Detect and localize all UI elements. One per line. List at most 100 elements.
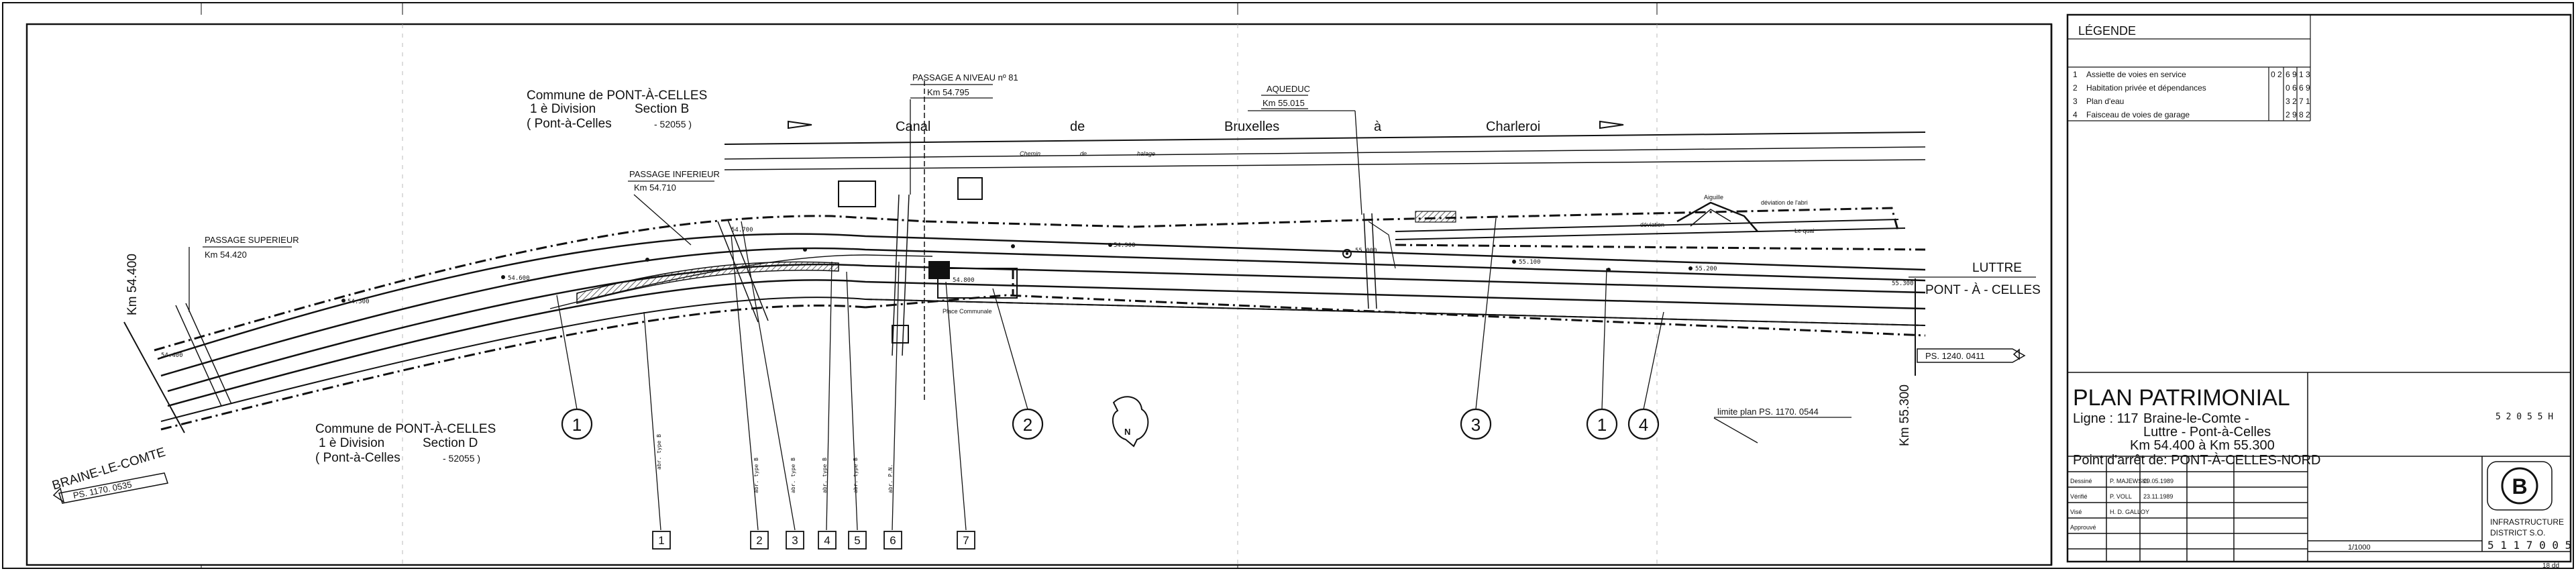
km-marker-left xyxy=(123,321,185,433)
leader-notes: abr. type B abr. type B abr. type B abr.… xyxy=(656,434,894,493)
callout-7: 7 xyxy=(963,534,969,547)
date-1: 29.05.1989 xyxy=(2143,478,2174,484)
title-line: Ligne : 117 xyxy=(2073,411,2139,426)
km-55200: 55.200 xyxy=(1695,266,1717,272)
svg-text:abr. type B: abr. type B xyxy=(656,434,662,470)
km-left-label: Km 54.400 xyxy=(125,254,140,315)
passage-niveau-label: PASSAGE A NIVEAU nº 81 xyxy=(912,72,1018,83)
role-drawn: Dessiné xyxy=(2070,478,2092,484)
km-dots xyxy=(341,243,1693,303)
callout-boxes xyxy=(652,531,975,550)
buildings xyxy=(838,177,1018,344)
direction-right-bottom: PONT - À - CELLES xyxy=(1925,283,2041,297)
svg-text:abr. type B: abr. type B xyxy=(753,458,759,493)
role-visa: Visé xyxy=(2070,509,2082,515)
km-small-labels: 54.400 54.500 54.600 54.700 54.800 54.90… xyxy=(161,227,1914,359)
svg-text:abr. P.N.: abr. P.N. xyxy=(888,464,894,493)
date-2: 23.11.1989 xyxy=(2143,493,2173,500)
legend-row-2-num: 2 xyxy=(2073,83,2078,93)
commune-south-line1: Commune de PONT-À-CELLES xyxy=(315,422,496,436)
structure-labels: PASSAGE SUPERIEUR Km 54.420 PASSAGE INFE… xyxy=(205,72,1310,260)
legend-row-3-c: 7 1 xyxy=(2299,97,2310,106)
title-block: PLAN PATRIMONIAL Ligne : 117 Braine-le-C… xyxy=(2068,372,2576,570)
km-54900: 54.900 xyxy=(1114,242,1136,249)
passage-inferieur-km: Km 54.710 xyxy=(634,183,676,193)
title-place-2: Luttre - Pont-à-Celles xyxy=(2143,425,2271,439)
parcel-4: 4 xyxy=(1639,415,1648,435)
km-55000: 55.000 xyxy=(1355,248,1377,254)
name-1: P. MAJEWSKI xyxy=(2110,478,2148,484)
sncb-logo-icon xyxy=(2501,467,2538,505)
org-line-1: INFRASTRUCTURE xyxy=(2490,517,2564,527)
callout-2: 2 xyxy=(756,534,762,547)
commune-north-line1: Commune de PONT-À-CELLES xyxy=(527,89,707,103)
km-54400-small: 54.400 xyxy=(161,352,183,359)
org-line-2: DISTRICT S.O. xyxy=(2490,528,2545,537)
legend-row-2-c: 6 9 xyxy=(2299,83,2310,93)
callout-3: 3 xyxy=(792,534,798,547)
parcel-numbers: 1 2 3 1 4 xyxy=(572,415,1648,435)
legend-row-1-label: Assiette de voies en service xyxy=(2086,70,2186,79)
leader-lines xyxy=(189,99,1758,531)
commune-south-line2: 1 è Division xyxy=(319,436,384,450)
parcel-1b: 1 xyxy=(1597,415,1607,435)
towpath-word-3: halage xyxy=(1137,150,1155,157)
callout-numbers: 1 2 3 4 5 6 7 xyxy=(658,534,969,547)
direction-right-top: LUTTRE xyxy=(1972,261,2022,275)
title-range: Km 54.400 à Km 55.300 xyxy=(2130,438,2275,453)
parcel-circles xyxy=(561,408,1660,440)
callout-6: 6 xyxy=(890,534,896,547)
canal-word-4: à xyxy=(1374,119,1382,134)
role-checked: Vérifié xyxy=(2070,493,2088,500)
legend-row-3-label: Plan d'eau xyxy=(2086,97,2124,106)
svg-text:abr. type B: abr. type B xyxy=(790,458,796,493)
legend-row-4-b: 2 9 xyxy=(2286,110,2297,119)
towpath-word-1: Chemin xyxy=(1020,150,1040,157)
km-54700: 54.700 xyxy=(731,227,753,233)
commune-south-section: Section D xyxy=(423,436,478,450)
misc-labels: Place Communale Aiguille déviation de l'… xyxy=(943,194,1815,315)
commune-north-line3: ( Pont-à-Celles xyxy=(527,117,612,131)
commune-north: Commune de PONT-À-CELLES 1 è Division Se… xyxy=(527,89,707,131)
commune-north-section: Section B xyxy=(635,102,689,116)
legend-row-1-b: 6 9 xyxy=(2286,70,2297,79)
bridges xyxy=(175,81,1377,407)
km-54500: 54.500 xyxy=(347,299,370,305)
title-place-1: Braine-le-Comte - xyxy=(2143,411,2249,426)
callout-1: 1 xyxy=(658,534,664,547)
commune-north-line2: 1 è Division xyxy=(530,102,596,116)
callout-5: 5 xyxy=(854,534,860,547)
parcel-2: 2 xyxy=(1023,415,1032,435)
canal-word-3: Bruxelles xyxy=(1224,119,1279,134)
quai-label: Le quai xyxy=(1794,227,1815,234)
garage-sidings xyxy=(1368,201,1906,269)
svg-text:N: N xyxy=(1124,427,1130,437)
km-55300: 55.300 xyxy=(1892,280,1914,287)
passage-superieur-km: Km 54.420 xyxy=(205,250,247,260)
legend-row-3-b: 3 2 xyxy=(2286,97,2297,106)
svg-text:abr. type B: abr. type B xyxy=(853,458,859,493)
canal-arrows xyxy=(788,120,1624,129)
km-right-label: Km 55.300 xyxy=(1898,384,1912,446)
commune-north-code: - 52055 ) xyxy=(654,119,692,129)
legend-row-2-label: Habitation privée et dépendances xyxy=(2086,83,2206,93)
km-55100: 55.100 xyxy=(1519,259,1541,266)
legend-row-1-a: 0 2 xyxy=(2271,70,2282,79)
commune-south: Commune de PONT-À-CELLES 1 è Division Se… xyxy=(315,422,496,465)
passage-inferieur-label: PASSAGE INFERIEUR xyxy=(629,169,720,179)
parcel-1a: 1 xyxy=(572,415,582,435)
name-3: H. D. GALLOY xyxy=(2110,509,2149,515)
passage-niveau-km: Km 54.795 xyxy=(927,87,969,97)
deviation-label: déviation de l'abri xyxy=(1761,199,1808,206)
canal-label: Canal de Bruxelles à Charleroi xyxy=(896,119,1540,134)
legend-row-1-num: 1 xyxy=(2073,70,2078,79)
commune-south-code: - 52055 ) xyxy=(443,453,480,464)
legend-row-2-b: 0 6 xyxy=(2286,83,2297,93)
legend-table: LÉGENDE 1 Assiette de voies en service 0… xyxy=(2068,15,2311,121)
aiguille-label: Aiguille xyxy=(1704,194,1723,201)
canal-banks xyxy=(724,132,1926,170)
sheet-ref: 18 dd xyxy=(2542,562,2559,570)
drawing-number: 5 1 1 7 0 0 5 4 4 xyxy=(2487,539,2576,552)
legend-row-3-num: 3 xyxy=(2073,97,2078,106)
